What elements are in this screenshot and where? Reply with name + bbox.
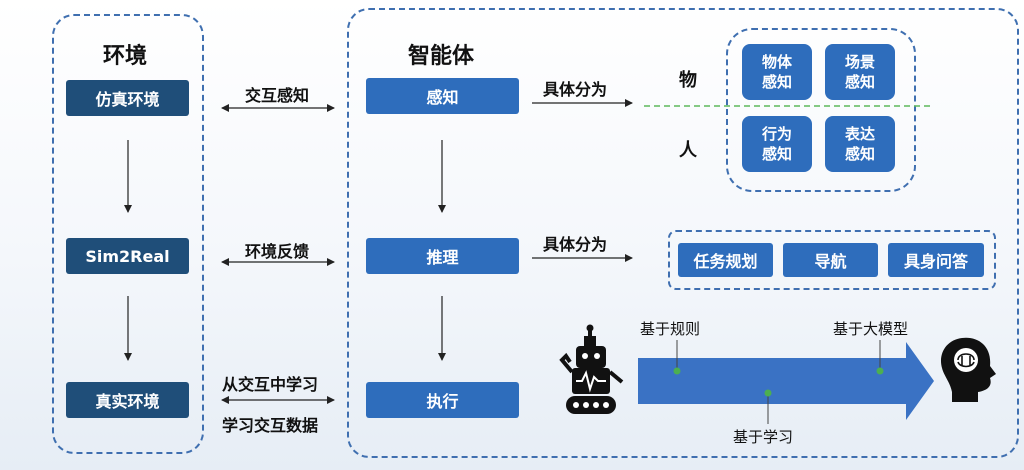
agent-title: 智能体 bbox=[408, 44, 475, 69]
tile-line: 感知 bbox=[844, 73, 875, 91]
tile-line: 表达 bbox=[844, 125, 875, 143]
tile-line: 感知 bbox=[844, 145, 875, 163]
learn-interaction-data-label: 学习交互数据 bbox=[222, 416, 319, 435]
environment-feedback-label: 环境反馈 bbox=[245, 242, 310, 261]
agent-panel bbox=[347, 8, 1019, 458]
tile-line: 行为 bbox=[761, 125, 792, 143]
timeline-dot bbox=[764, 389, 772, 397]
navigation-box: 导航 bbox=[783, 243, 878, 277]
behavior-perception-tile: 行为 感知 bbox=[742, 116, 812, 172]
simulation-env-box: 仿真环境 bbox=[66, 80, 189, 116]
rule-based-label: 基于规则 bbox=[640, 320, 701, 338]
brain-head-icon bbox=[940, 337, 996, 402]
environment-title: 环境 bbox=[103, 44, 148, 69]
robot-icon bbox=[559, 324, 624, 414]
reasoning-items-panel bbox=[668, 230, 996, 290]
execution-box: 执行 bbox=[366, 382, 519, 418]
embodied-qa-box: 具身问答 bbox=[888, 243, 984, 277]
perception-tiles-panel bbox=[726, 28, 916, 192]
tile-line: 感知 bbox=[761, 145, 792, 163]
person-row-label: 人 bbox=[679, 140, 697, 161]
task-planning-box: 任务规划 bbox=[678, 243, 773, 277]
tile-line: 场景 bbox=[844, 53, 875, 71]
object-perception-tile: 物体 感知 bbox=[742, 44, 812, 100]
timeline-arrow bbox=[638, 342, 934, 420]
object-row-label: 物 bbox=[679, 70, 697, 91]
scene-perception-tile: 场景 感知 bbox=[825, 44, 895, 100]
interaction-perception-label: 交互感知 bbox=[245, 86, 310, 105]
llm-based-label: 基于大模型 bbox=[833, 320, 909, 338]
learn-from-interaction-label: 从交互中学习 bbox=[222, 375, 319, 394]
reasoning-split-label: 具体分为 bbox=[543, 235, 608, 254]
environment-panel bbox=[52, 14, 204, 454]
reasoning-box: 推理 bbox=[366, 238, 519, 274]
perception-split-label: 具体分为 bbox=[543, 80, 608, 99]
real-env-box: 真实环境 bbox=[66, 382, 189, 418]
learning-based-label: 基于学习 bbox=[733, 428, 794, 446]
perception-box: 感知 bbox=[366, 78, 519, 114]
timeline-dot bbox=[876, 367, 884, 375]
sim2real-box: Sim2Real bbox=[66, 238, 189, 274]
tile-line: 物体 bbox=[761, 53, 792, 71]
expression-perception-tile: 表达 感知 bbox=[825, 116, 895, 172]
tile-line: 感知 bbox=[761, 73, 792, 91]
timeline-dot bbox=[673, 367, 681, 375]
